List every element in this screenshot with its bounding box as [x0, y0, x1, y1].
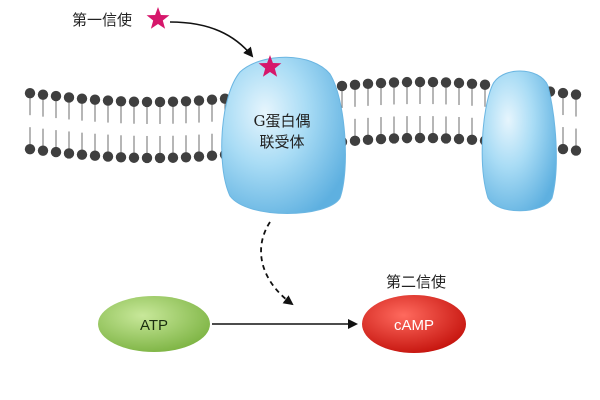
lipid-head — [362, 134, 374, 146]
lipid-head — [167, 96, 179, 107]
lipid-head — [115, 96, 127, 107]
lipid-head — [141, 96, 153, 108]
lipid-head — [479, 79, 491, 90]
star-icon — [258, 55, 282, 77]
lipid-head — [76, 149, 88, 160]
lipid-head — [63, 92, 75, 103]
lipid-head — [102, 151, 114, 162]
lipid-head — [349, 79, 361, 91]
atp-label: ATP — [140, 317, 168, 334]
lipid-head — [89, 94, 101, 105]
lipid-head — [128, 96, 140, 107]
lipid-head — [388, 77, 400, 88]
receptor-label-line2: 联受体 — [259, 133, 304, 151]
lipid-head — [336, 80, 348, 92]
lipid-head — [375, 77, 387, 89]
lipid-head — [362, 78, 374, 90]
lipid-head — [440, 133, 452, 144]
lipid-head — [37, 89, 49, 100]
membrane-protein — [481, 70, 557, 212]
lipid-head — [466, 134, 478, 145]
receptor-label-line1: G蛋白偶 — [254, 112, 311, 130]
lipid-head — [453, 133, 465, 145]
camp-label: cAMP — [394, 317, 434, 334]
activation-arrow — [260, 221, 294, 306]
lipid-head — [24, 143, 36, 155]
lipid-head — [414, 76, 426, 88]
star-icon — [146, 7, 170, 29]
lipid-head — [193, 151, 205, 162]
first-messenger-label: 第一信使 — [72, 11, 132, 29]
lipid-head — [37, 145, 49, 156]
lipid-head — [206, 150, 218, 161]
lipid-head — [557, 143, 569, 155]
lipid-head — [50, 146, 62, 158]
lipid-head — [115, 152, 127, 163]
gpcr-receptor — [221, 56, 346, 214]
lipid-head — [414, 132, 426, 144]
lipid-head — [427, 132, 439, 144]
atp-node — [98, 296, 210, 352]
second-messenger-label: 第二信使 — [386, 273, 446, 291]
lipid-head — [24, 87, 36, 99]
lipid-head — [375, 133, 387, 145]
lipid-head — [570, 89, 582, 100]
binding-arrow — [169, 21, 254, 58]
lipid-head — [180, 96, 192, 107]
lipid-head — [50, 90, 62, 102]
lipid-head — [76, 93, 88, 104]
camp-node — [362, 295, 466, 353]
lipid-head — [154, 152, 166, 164]
lipid-head — [401, 76, 413, 88]
lipid-head — [180, 152, 192, 163]
lipid-head — [128, 152, 140, 163]
lipid-head — [154, 96, 166, 108]
lipid-head — [63, 148, 75, 159]
lipid-head — [141, 152, 153, 164]
lipid-head — [466, 78, 478, 89]
lipid-head — [349, 135, 361, 147]
lipid-head — [388, 133, 400, 144]
lipid-head — [102, 95, 114, 106]
lipid-head — [206, 94, 218, 105]
lipid-head — [401, 132, 413, 144]
lipid-head — [453, 77, 465, 89]
lipid-head — [557, 87, 569, 99]
lipid-head — [167, 152, 179, 163]
lipid-head — [193, 95, 205, 106]
lipid-head — [89, 150, 101, 161]
lipid-head — [427, 76, 439, 88]
lipid-head — [570, 145, 582, 156]
lipid-head — [440, 77, 452, 88]
